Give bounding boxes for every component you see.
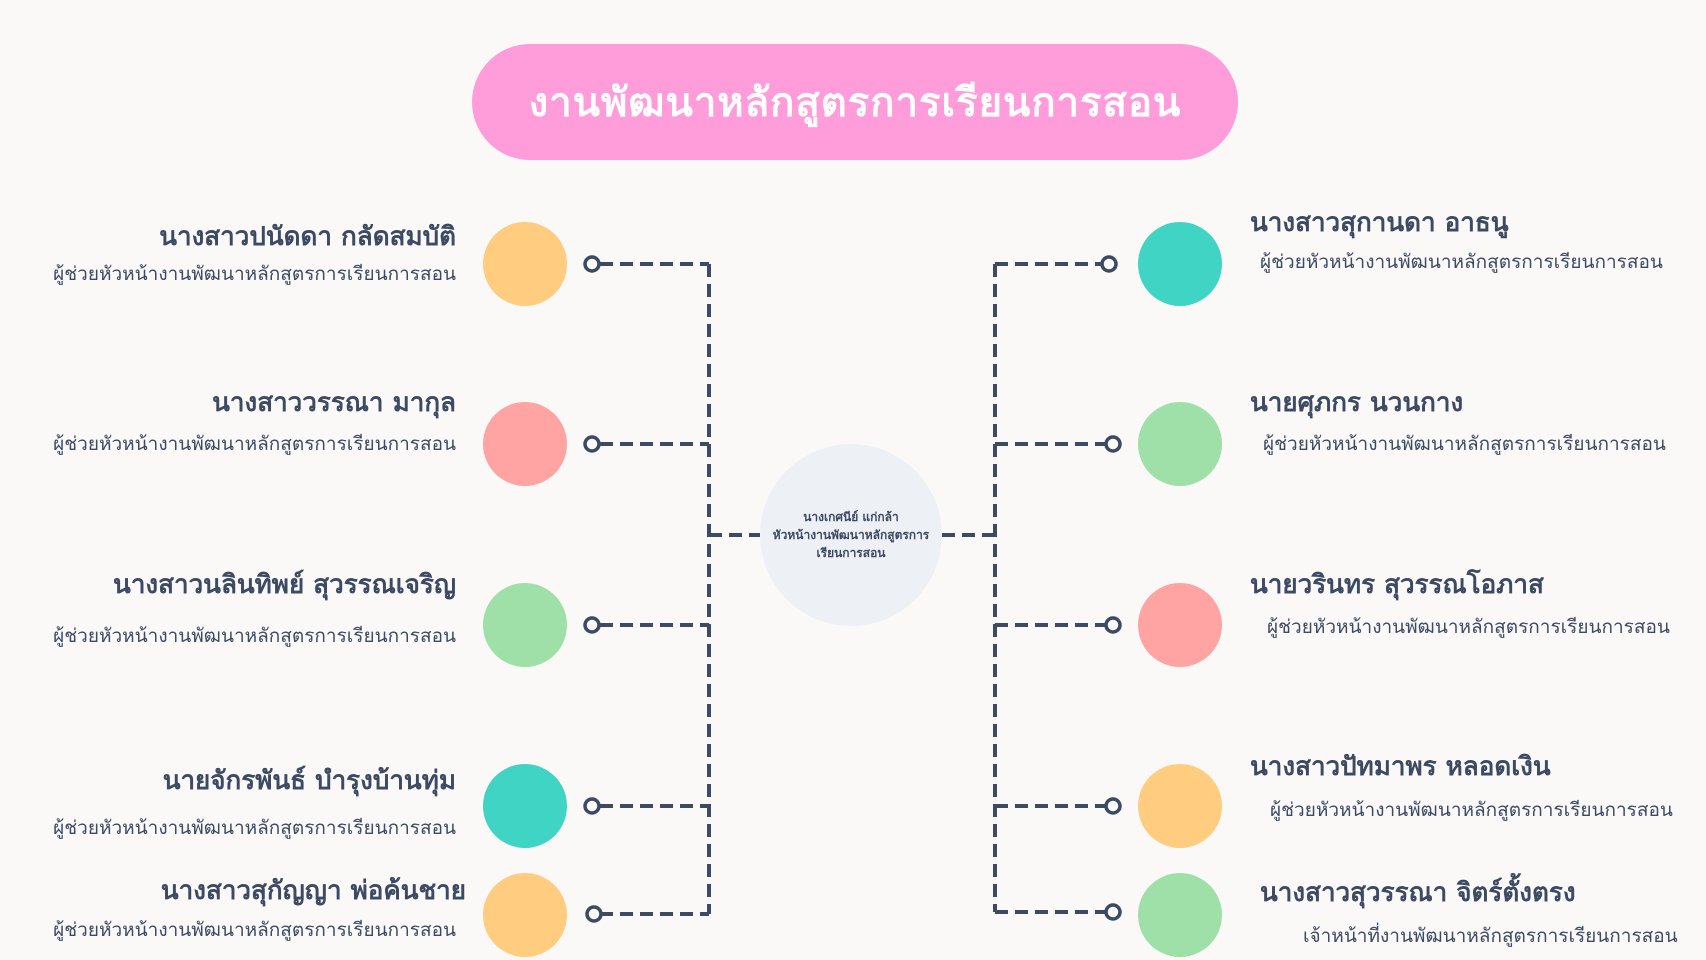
left-endpoint-5 bbox=[585, 905, 603, 923]
right-endpoint-3 bbox=[1104, 616, 1122, 634]
left-endpoint-2 bbox=[583, 435, 601, 453]
right-endpoint-5 bbox=[1104, 903, 1122, 921]
member-role-left-3: ผู้ช่วยหัวหน้างานพัฒนาหลักสูตรการเรียนกา… bbox=[53, 625, 456, 647]
member-name-right-2: นายศุภกร นวนกาง bbox=[1250, 388, 1464, 418]
left-endpoint-1 bbox=[583, 255, 601, 273]
page-title: งานพัฒนาหลักสูตรการเรียนการสอน bbox=[528, 80, 1182, 126]
member-dot-left-4 bbox=[483, 764, 567, 848]
right-endpoint-2 bbox=[1104, 435, 1122, 453]
member-dot-right-1 bbox=[1138, 222, 1222, 306]
member-role-right-2: ผู้ช่วยหัวหน้างานพัฒนาหลักสูตรการเรียนกา… bbox=[1263, 433, 1666, 455]
member-role-left-4: ผู้ช่วยหัวหน้างานพัฒนาหลักสูตรการเรียนกา… bbox=[53, 817, 456, 839]
member-role-left-2: ผู้ช่วยหัวหน้างานพัฒนาหลักสูตรการเรียนกา… bbox=[53, 433, 456, 455]
member-dot-right-3 bbox=[1138, 583, 1222, 667]
member-name-right-3: นายวรินทร สุวรรณโอภาส bbox=[1250, 570, 1544, 600]
member-name-left-4: นายจักรพันธ์ บำรุงบ้านทุ่ม bbox=[162, 766, 456, 796]
member-dot-left-2 bbox=[483, 402, 567, 486]
member-name-left-2: นางสาววรรณา มากุล bbox=[212, 388, 456, 418]
right-endpoint-1 bbox=[1100, 255, 1118, 273]
member-name-left-5: นางสาวสุกัญญา พ่อค้นชาย bbox=[160, 876, 466, 906]
center-role-line-2: เรียนการสอน bbox=[816, 546, 886, 560]
member-dot-right-5 bbox=[1138, 873, 1222, 957]
member-name-right-4: นางสาวปัทมาพร หลอดเงิน bbox=[1250, 752, 1551, 782]
member-role-left-1: ผู้ช่วยหัวหน้างานพัฒนาหลักสูตรการเรียนกา… bbox=[53, 263, 456, 285]
member-name-left-3: นางสาวนลินทิพย์ สุวรรณเจริญ bbox=[113, 570, 456, 600]
member-role-right-3: ผู้ช่วยหัวหน้างานพัฒนาหลักสูตรการเรียนกา… bbox=[1267, 616, 1670, 638]
member-role-right-5: เจ้าหน้าที่งานพัฒนาหลักสูตรการเรียนการสอ… bbox=[1303, 925, 1678, 947]
left-endpoint-3 bbox=[583, 616, 601, 634]
member-role-right-1: ผู้ช่วยหัวหน้างานพัฒนาหลักสูตรการเรียนกา… bbox=[1260, 251, 1663, 273]
member-role-right-4: ผู้ช่วยหัวหน้างานพัฒนาหลักสูตรการเรียนกา… bbox=[1270, 799, 1673, 821]
member-name-right-5: นางสาวสุวรรณา จิตร์ตั้งตรง bbox=[1260, 878, 1576, 908]
member-dot-left-3 bbox=[483, 583, 567, 667]
member-dot-right-2 bbox=[1138, 402, 1222, 486]
member-dot-right-4 bbox=[1138, 764, 1222, 848]
center-name: นางเกศนีย์ แก่กล้า bbox=[803, 510, 899, 524]
center-node: นางเกศนีย์ แก่กล้า หัวหน้างานพัฒนาหลักสู… bbox=[760, 444, 942, 626]
member-role-left-5: ผู้ช่วยหัวหน้างานพัฒนาหลักสูตรการเรียนกา… bbox=[53, 919, 456, 941]
member-dot-left-1 bbox=[483, 222, 567, 306]
member-dot-left-5 bbox=[483, 873, 567, 957]
member-name-right-1: นางสาวสุกานดา อาธนู bbox=[1250, 208, 1509, 238]
title-banner: งานพัฒนาหลักสูตรการเรียนการสอน bbox=[472, 44, 1238, 160]
right-endpoint-4 bbox=[1104, 797, 1122, 815]
member-name-left-1: นางสาวปนัดดา กลัดสมบัติ bbox=[159, 222, 456, 252]
center-role-line-1: หัวหน้างานพัฒนาหลักสูตรการ bbox=[772, 528, 930, 542]
left-endpoint-4 bbox=[583, 797, 601, 815]
